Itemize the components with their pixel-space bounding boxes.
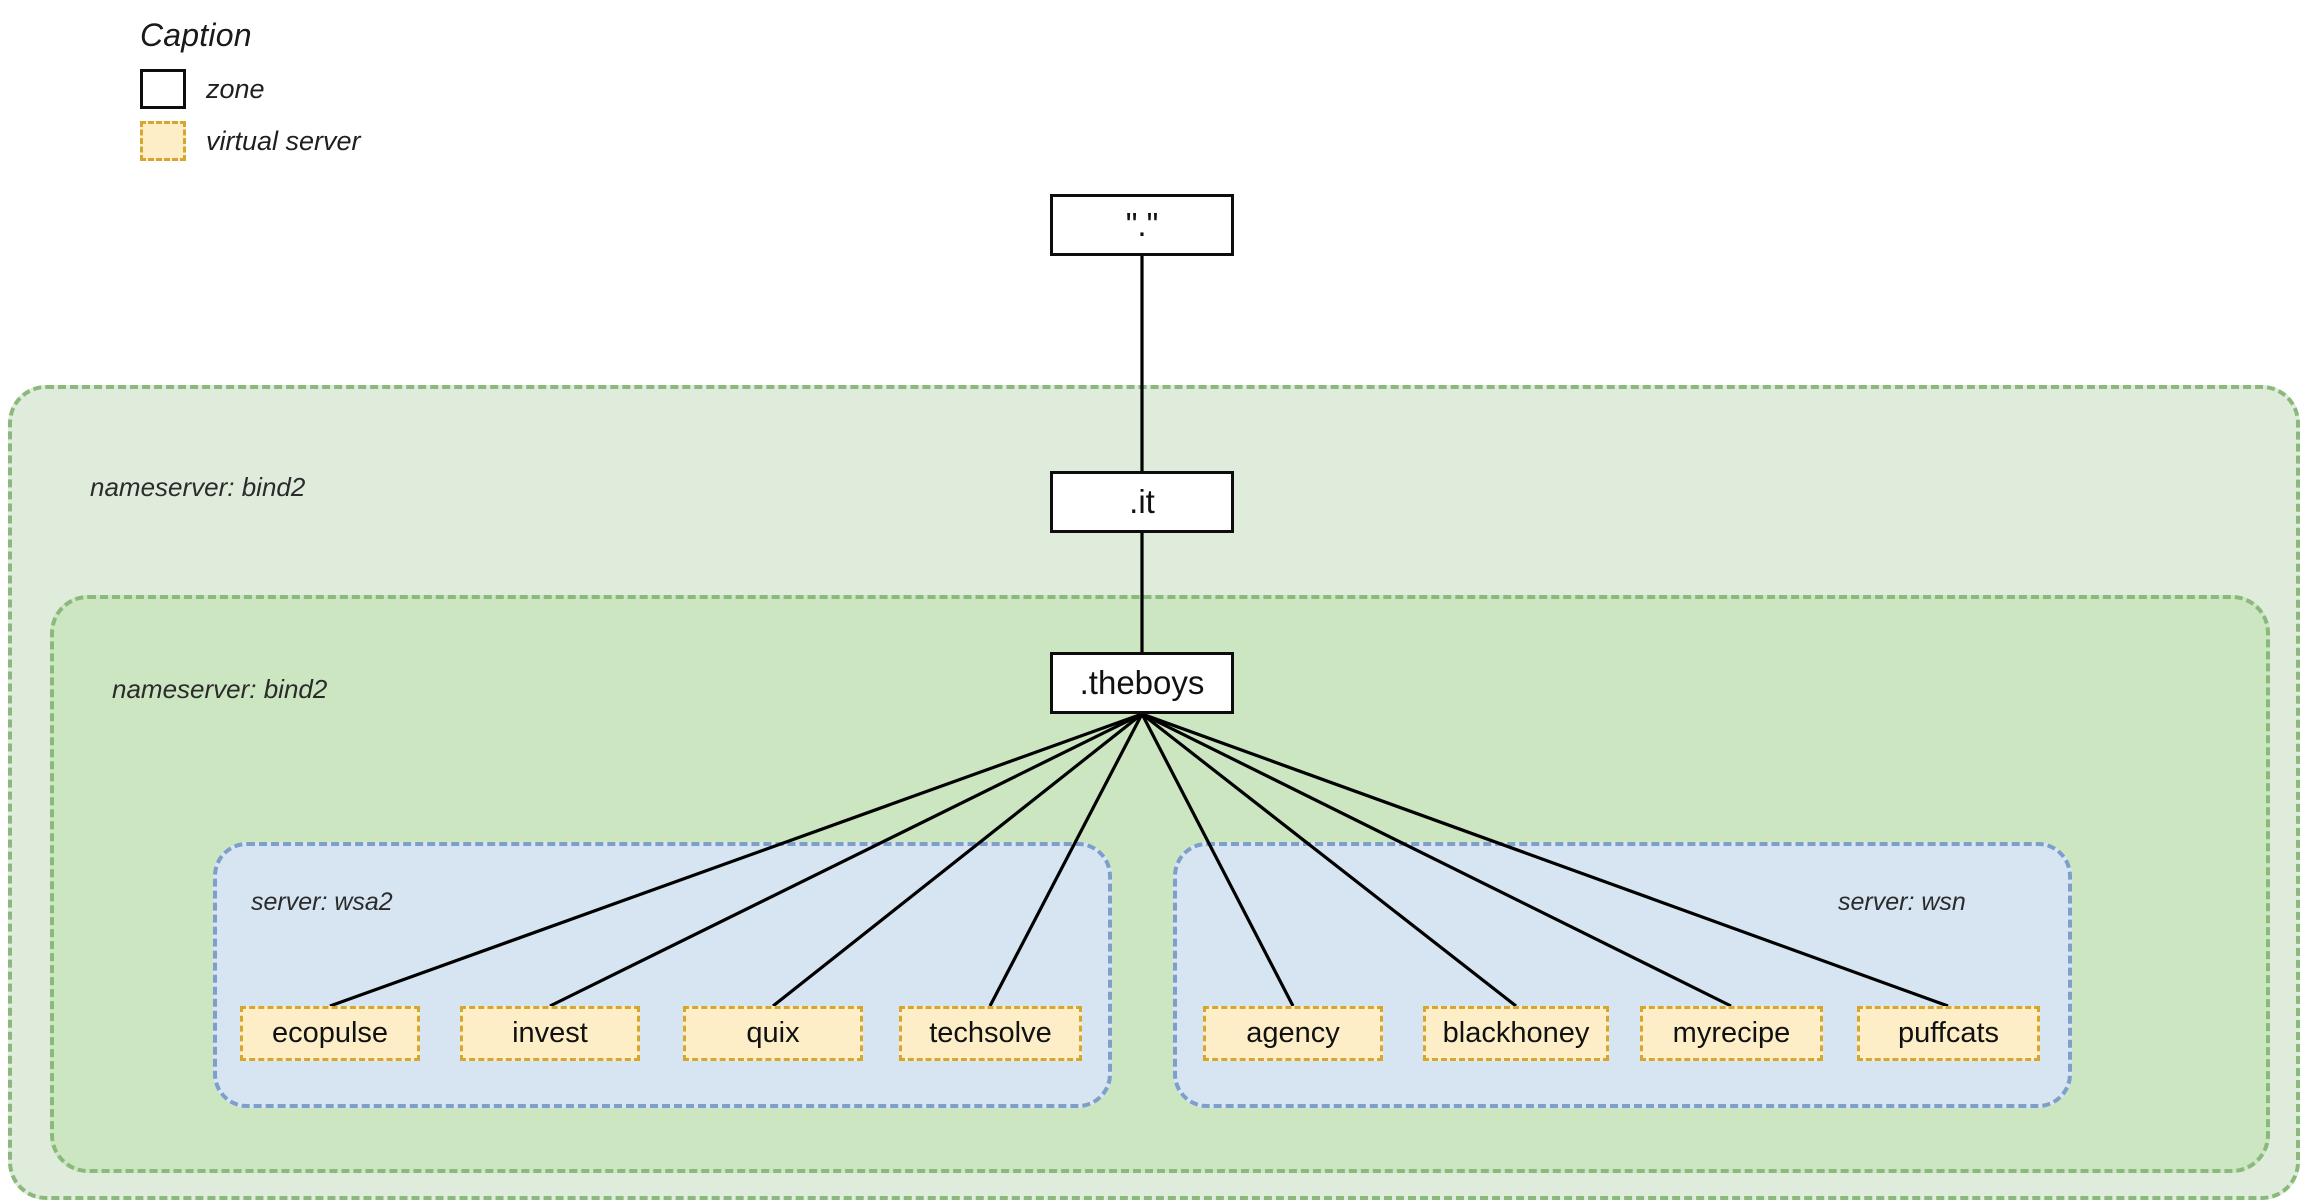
- legend-item-zone-label: zone: [206, 73, 265, 104]
- virtual-server-node-techsolve[interactable]: techsolve: [899, 1006, 1082, 1061]
- virtual-server-node-label: quix: [746, 1017, 800, 1049]
- zone-node-it[interactable]: .it: [1050, 471, 1234, 533]
- virtual-server-node-label: ecopulse: [271, 1017, 389, 1049]
- server-label-wsa2: server: wsa2: [251, 888, 393, 916]
- legend-item-virtual-server: virtual server: [140, 121, 560, 162]
- virtual-server-node-quix[interactable]: quix: [683, 1006, 863, 1061]
- virtual-server-node-agency[interactable]: agency: [1203, 1006, 1383, 1061]
- virtual-server-swatch-icon: [140, 121, 186, 162]
- virtual-server-node-ecopulse[interactable]: ecopulse: [240, 1006, 420, 1061]
- server-container-wsa2: [213, 842, 1112, 1108]
- zone-swatch-icon: [140, 69, 186, 110]
- virtual-server-node-label: invest: [512, 1017, 588, 1049]
- legend-item-virtual-server-label: virtual server: [206, 125, 361, 156]
- zone-inner-label: nameserver: bind2: [112, 674, 328, 704]
- virtual-server-node-blackhoney[interactable]: blackhoney: [1423, 1006, 1609, 1061]
- virtual-server-node-label: blackhoney: [1442, 1017, 1590, 1049]
- zone-node-root-label: ".": [1125, 206, 1159, 243]
- zone-node-it-label: .it: [1129, 483, 1155, 520]
- legend: Caption zone virtual server: [140, 17, 560, 173]
- virtual-server-node-label: puffcats: [1897, 1017, 2000, 1049]
- virtual-server-node-label: techsolve: [929, 1017, 1052, 1049]
- virtual-server-node-invest[interactable]: invest: [460, 1006, 640, 1061]
- server-label-wsn: server: wsn: [1838, 888, 1966, 916]
- zone-outer-label: nameserver: bind2: [90, 472, 306, 502]
- zone-node-root[interactable]: ".": [1050, 194, 1234, 256]
- zone-node-theboys-label: .theboys: [1079, 664, 1205, 701]
- virtual-server-node-label: agency: [1246, 1017, 1340, 1049]
- zone-node-theboys[interactable]: .theboys: [1050, 652, 1234, 714]
- virtual-server-node-puffcats[interactable]: puffcats: [1857, 1006, 2040, 1061]
- legend-title: Caption: [140, 17, 252, 53]
- server-container-wsn: [1173, 842, 2072, 1108]
- virtual-server-node-myrecipe[interactable]: myrecipe: [1640, 1006, 1823, 1061]
- virtual-server-node-label: myrecipe: [1672, 1017, 1791, 1049]
- legend-item-zone: zone: [140, 69, 560, 110]
